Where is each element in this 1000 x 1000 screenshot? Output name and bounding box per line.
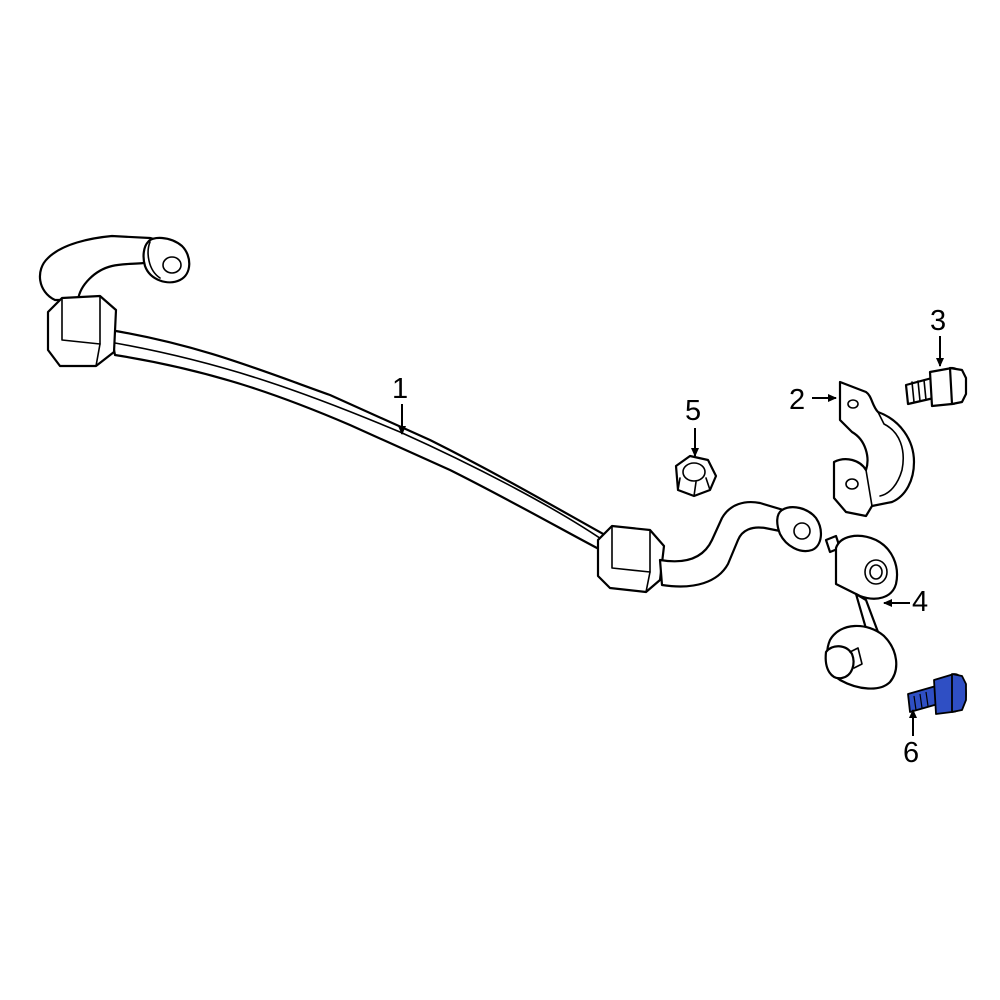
stabilizer-link[interactable] <box>824 534 899 690</box>
bushing-bracket[interactable] <box>832 380 916 518</box>
callout-3: 3 <box>930 305 946 367</box>
callout-1: 1 <box>392 373 408 435</box>
callout-2: 2 <box>789 384 837 416</box>
stabilizer-bar[interactable] <box>38 234 822 594</box>
callout-2-label: 2 <box>789 384 805 416</box>
callout-4-label: 4 <box>912 586 928 618</box>
callout-6: 6 <box>903 709 919 769</box>
callout-5-label: 5 <box>685 395 701 427</box>
callout-6-label: 6 <box>903 737 919 769</box>
highlighted-bolt[interactable] <box>907 673 967 715</box>
callout-5: 5 <box>685 395 701 457</box>
callout-3-label: 3 <box>930 305 946 337</box>
nut[interactable] <box>674 454 718 498</box>
callout-4: 4 <box>883 586 928 618</box>
bracket-bolt[interactable] <box>904 366 968 408</box>
callout-1-label: 1 <box>392 373 408 405</box>
